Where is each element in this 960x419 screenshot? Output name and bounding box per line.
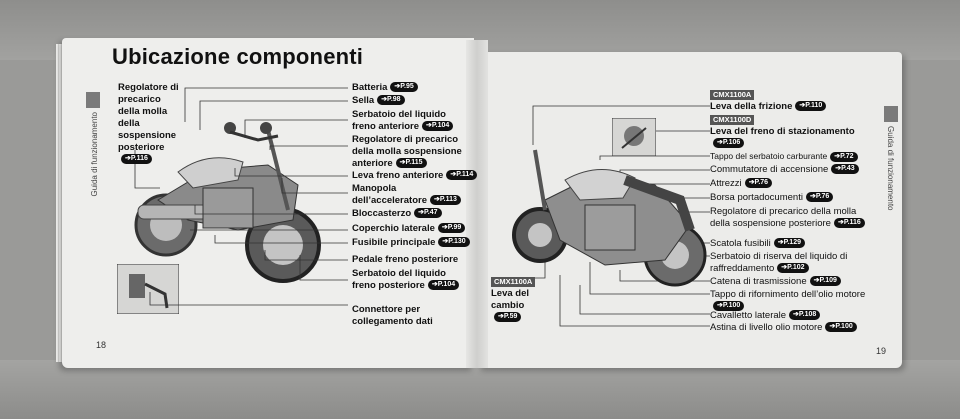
page-number-left: 18 — [96, 340, 107, 350]
model-badge: CMX1100A — [491, 277, 536, 287]
ref-badge[interactable]: ➔P.106 — [713, 138, 745, 149]
ref-badge[interactable]: ➔P.102 — [777, 263, 809, 274]
connector-inset-illustration — [117, 264, 179, 314]
label-clutch-lever: CMX1100A Leva della frizione➔P.110 — [710, 89, 880, 113]
ref-badge[interactable]: ➔P.108 — [789, 310, 821, 321]
side-label-right: Guida di funzionamento — [886, 126, 895, 211]
label-oil-filler-cap: Tappo di rifornimento dell’olio motore➔P… — [710, 289, 866, 312]
label-sella: Sella➔P.98 — [352, 95, 405, 107]
ref-badge[interactable]: ➔P.104 — [427, 280, 460, 291]
ref-badge[interactable]: ➔P.114 — [446, 170, 478, 181]
ref-badge[interactable]: ➔P.72 — [830, 151, 858, 162]
page-number-right: 19 — [876, 346, 887, 356]
book-gutter — [466, 40, 488, 368]
label-steering-lock: Bloccasterzo➔P.47 — [352, 208, 442, 220]
label-drive-chain: Catena di trasmissione➔P.109 — [710, 276, 841, 288]
label-front-brake-reservoir: Serbatoio del liquido freno anteriore➔P.… — [352, 109, 470, 133]
ref-badge[interactable]: ➔P.116 — [121, 154, 152, 165]
label-side-stand: Cavalletto laterale➔P.108 — [710, 310, 821, 322]
ref-badge[interactable]: ➔P.59 — [494, 312, 522, 323]
label-rear-preload-right: Regolatore di precarico della molla dell… — [710, 206, 868, 230]
parking-brake-inset-illustration — [612, 118, 656, 156]
label-ignition-switch: Commutatore di accensione➔P.43 — [710, 164, 859, 176]
ref-badge[interactable]: ➔P.76 — [805, 192, 834, 203]
label-document-bag: Borsa portadocumenti➔P.76 — [710, 192, 834, 204]
label-shift-lever: CMX1100A Leva del cambio➔P.59 — [491, 276, 536, 324]
label-front-brake-lever: Leva freno anteriore➔P.114 — [352, 170, 478, 182]
label-rear-brake-pedal: Pedale freno posteriore — [352, 254, 459, 265]
label-side-cover: Coperchio laterale➔P.99 — [352, 223, 466, 235]
label-main-fuse: Fusibile principale➔P.130 — [352, 237, 470, 249]
ref-badge[interactable]: ➔P.98 — [377, 95, 405, 106]
ref-badge[interactable]: ➔P.47 — [414, 208, 442, 219]
label-fuel-cap: Tappo del serbatoio carburante➔P.72 — [710, 150, 858, 162]
label-coolant-reservoir: Serbatoio di riserva del liquido di raff… — [710, 251, 848, 274]
ref-badge[interactable]: ➔P.110 — [795, 101, 827, 112]
ref-badge[interactable]: ➔P.100 — [713, 301, 745, 312]
label-tools: Attrezzi➔P.76 — [710, 178, 773, 190]
section-tab-right — [884, 106, 898, 122]
model-badge: CMX1100A — [710, 90, 755, 100]
ref-badge[interactable]: ➔P.129 — [773, 238, 805, 249]
ref-badge[interactable]: ➔P.115 — [395, 158, 427, 169]
label-parking-brake: CMX1100D Leva del freno di stazionamento… — [710, 115, 855, 149]
label-batteria: Batteria➔P.95 — [352, 82, 418, 94]
ref-badge[interactable]: ➔P.100 — [825, 322, 857, 333]
label-fuse-box: Scatola fusibili➔P.129 — [710, 238, 805, 250]
background-bottom — [0, 360, 960, 419]
section-tab-left — [86, 92, 100, 108]
page-title: Ubicazione componenti — [112, 44, 364, 69]
ref-badge[interactable]: ➔P.104 — [422, 121, 454, 132]
label-oil-dipstick: Astina di livello olio motore➔P.100 — [710, 322, 857, 334]
motorcycle-left-illustration — [134, 122, 321, 283]
label-rear-brake-reservoir: Serbatoio del liquido freno posteriore➔P… — [352, 268, 470, 292]
ref-badge[interactable]: ➔P.109 — [809, 276, 841, 287]
label-rear-preload: Regolatore di precarico della molla dell… — [118, 82, 179, 165]
label-front-preload: Regolatore di precarico della molla sosp… — [352, 134, 462, 169]
motorcycle-right-illustration — [512, 149, 707, 287]
ref-badge[interactable]: ➔P.99 — [437, 223, 466, 234]
ref-badge[interactable]: ➔P.76 — [744, 178, 773, 189]
ref-badge[interactable]: ➔P.116 — [833, 218, 865, 229]
label-data-connector: Connettore per collegamento dati — [352, 304, 433, 327]
label-throttle: Manopola dell’acceleratore➔P.113 — [352, 183, 470, 207]
ref-badge[interactable]: ➔P.43 — [831, 164, 859, 175]
page-edges — [56, 44, 66, 362]
ref-badge[interactable]: ➔P.95 — [390, 82, 418, 93]
model-badge: CMX1100D — [710, 115, 755, 125]
ref-badge[interactable]: ➔P.113 — [430, 195, 461, 206]
ref-badge[interactable]: ➔P.130 — [438, 237, 470, 248]
